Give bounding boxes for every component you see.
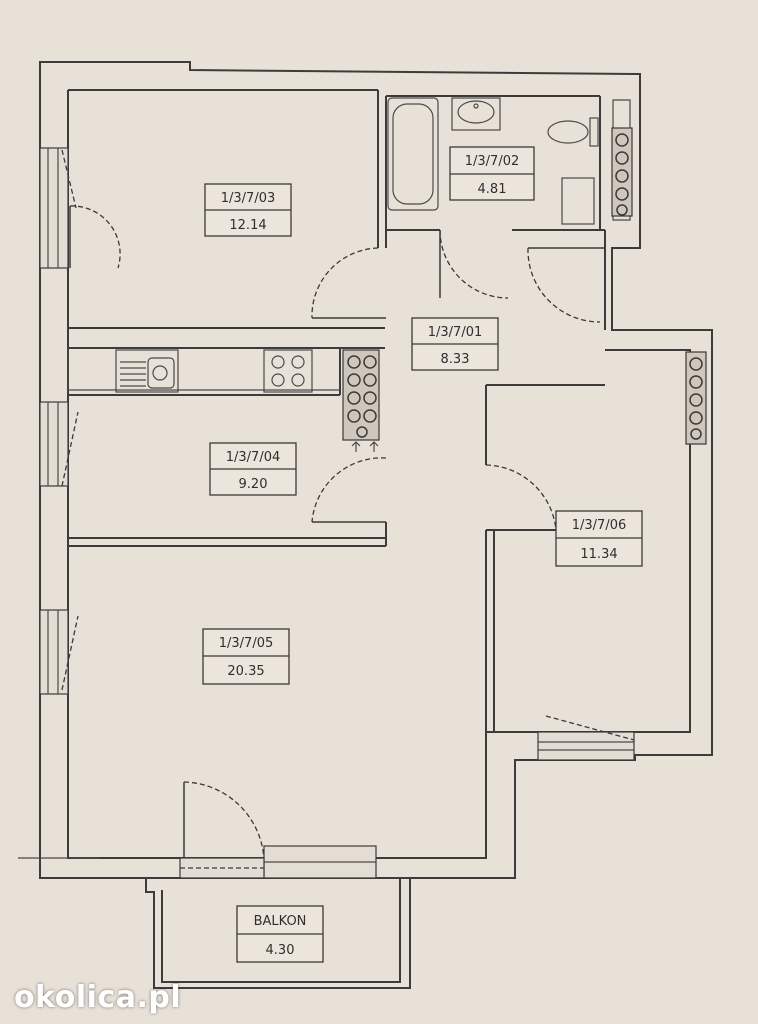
ventilation-shafts xyxy=(342,127,707,452)
watermark-logo: okolica.pl xyxy=(14,980,182,1015)
room-id: 1/3/7/04 xyxy=(226,450,281,465)
room-id: 1/3/7/02 xyxy=(465,154,520,169)
room-id: 1/3/7/05 xyxy=(219,636,274,651)
room-area: 12.14 xyxy=(229,218,266,233)
room-label-02: 1/3/7/02 4.81 xyxy=(449,146,535,201)
room-label-03: 1/3/7/03 12.14 xyxy=(204,183,292,237)
room-area: 11.34 xyxy=(580,547,617,562)
room-label-01: 1/3/7/01 8.33 xyxy=(411,317,499,371)
kitchen-fixtures xyxy=(67,348,340,393)
room-label-05: 1/3/7/05 20.35 xyxy=(202,628,290,685)
room-area: 9.20 xyxy=(239,477,268,492)
room-label-04: 1/3/7/04 9.20 xyxy=(209,442,297,496)
room-area: 20.35 xyxy=(227,664,264,679)
room-id: 1/3/7/03 xyxy=(221,191,276,206)
room-label-06: 1/3/7/06 11.34 xyxy=(555,510,643,567)
balcony xyxy=(145,878,411,989)
room-label-balkon: BALKON 4.30 xyxy=(236,905,324,963)
room-id: 1/3/7/06 xyxy=(572,518,627,533)
room-area: 8.33 xyxy=(441,352,470,367)
doors xyxy=(69,205,605,861)
room-area: 4.81 xyxy=(478,182,507,197)
room-id: BALKON xyxy=(254,914,307,929)
windows xyxy=(18,147,635,879)
interior-walls xyxy=(68,90,606,732)
room-id: 1/3/7/01 xyxy=(428,325,483,340)
room-area: 4.30 xyxy=(266,943,295,958)
